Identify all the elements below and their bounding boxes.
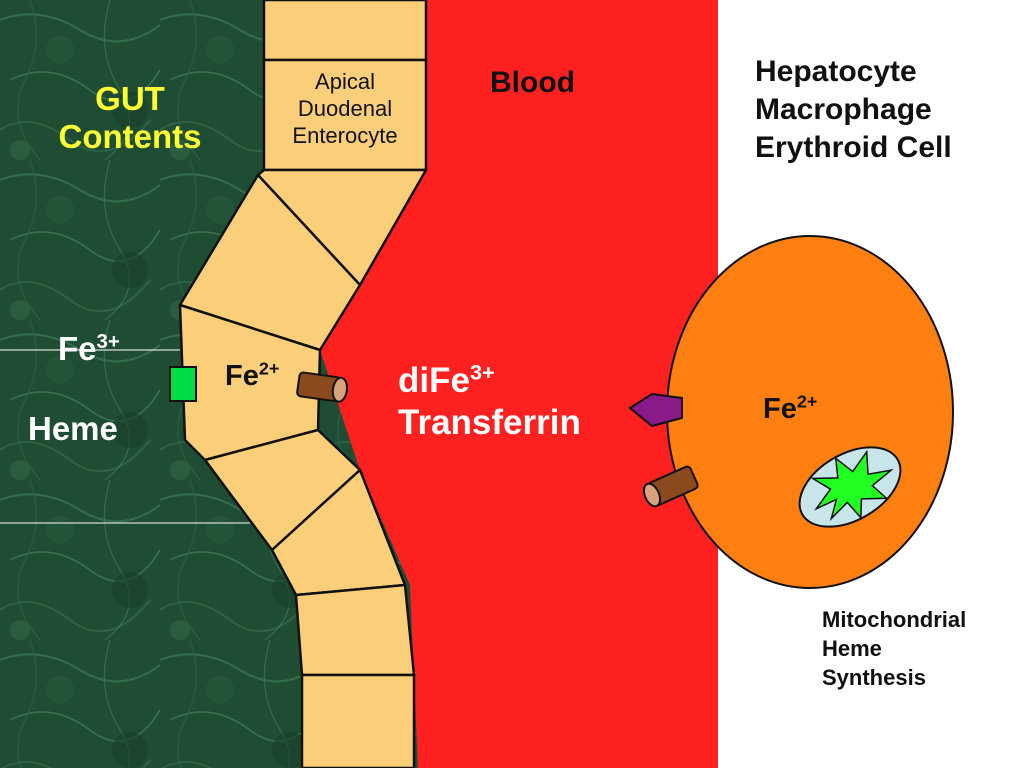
enterocyte-label-line3: Enterocyte [292, 123, 398, 148]
ferroportin-enterocyte [296, 371, 349, 403]
blood-label: Blood [490, 66, 575, 99]
transferrin-charge: 3+ [469, 359, 495, 385]
enterocyte-cell-1 [262, 0, 428, 62]
gut-contents-label: GUT Contents [40, 80, 220, 156]
apical-transporter [169, 366, 197, 402]
target-cells-label: Hepatocyte Macrophage Erythroid Cell [755, 53, 952, 167]
mito-label-line2: Heme [822, 636, 882, 661]
cell-fe-label: Fe2+ [763, 391, 818, 426]
enterocyte-layer [178, 0, 428, 768]
blood-region [320, 0, 718, 768]
enterocyte-fe-charge: 2+ [258, 358, 280, 379]
mito-label-line1: Mitochondrial [822, 607, 967, 632]
cell-fe-base: Fe [763, 393, 797, 425]
cell-transporter [642, 465, 699, 508]
enterocyte-label-line2: Duodenal [297, 96, 393, 121]
gut-label-line1: GUT [95, 80, 165, 117]
gut-fe-charge: 3+ [96, 330, 120, 353]
enterocyte-fe-label: Fe2+ [225, 358, 280, 393]
transferrin-label: diFe3+ Transferrin [398, 360, 581, 444]
gut-fe-base: Fe [58, 330, 97, 367]
enterocyte-label-line1: Apical [315, 69, 375, 94]
target-cells-line3: Erythroid Cell [755, 131, 952, 164]
heme-label: Heme [28, 410, 118, 447]
gut-label-line2: Contents [58, 118, 202, 155]
enterocyte-cell-8 [294, 583, 416, 677]
mitochondrion [798, 446, 902, 528]
enterocyte-cell-9 [300, 673, 416, 768]
heme-synthesis-star [810, 449, 894, 522]
transferrin-line2: Transferrin [398, 403, 581, 442]
enterocyte-label: Apical Duodenal Enterocyte [266, 68, 424, 149]
enterocyte-fe-base: Fe [225, 360, 259, 392]
gut-fe-label: Fe3+ [58, 330, 120, 368]
transferrin-base: diFe [398, 361, 470, 400]
mito-label-line3: Synthesis [822, 665, 926, 690]
mito-heme-synthesis-label: Mitochondrial Heme Synthesis [822, 605, 966, 692]
transferrin-receptor [628, 392, 683, 428]
target-cells-line2: Macrophage [755, 93, 932, 126]
cell-fe-charge: 2+ [796, 391, 818, 412]
target-cells-line1: Hepatocyte [755, 55, 917, 88]
